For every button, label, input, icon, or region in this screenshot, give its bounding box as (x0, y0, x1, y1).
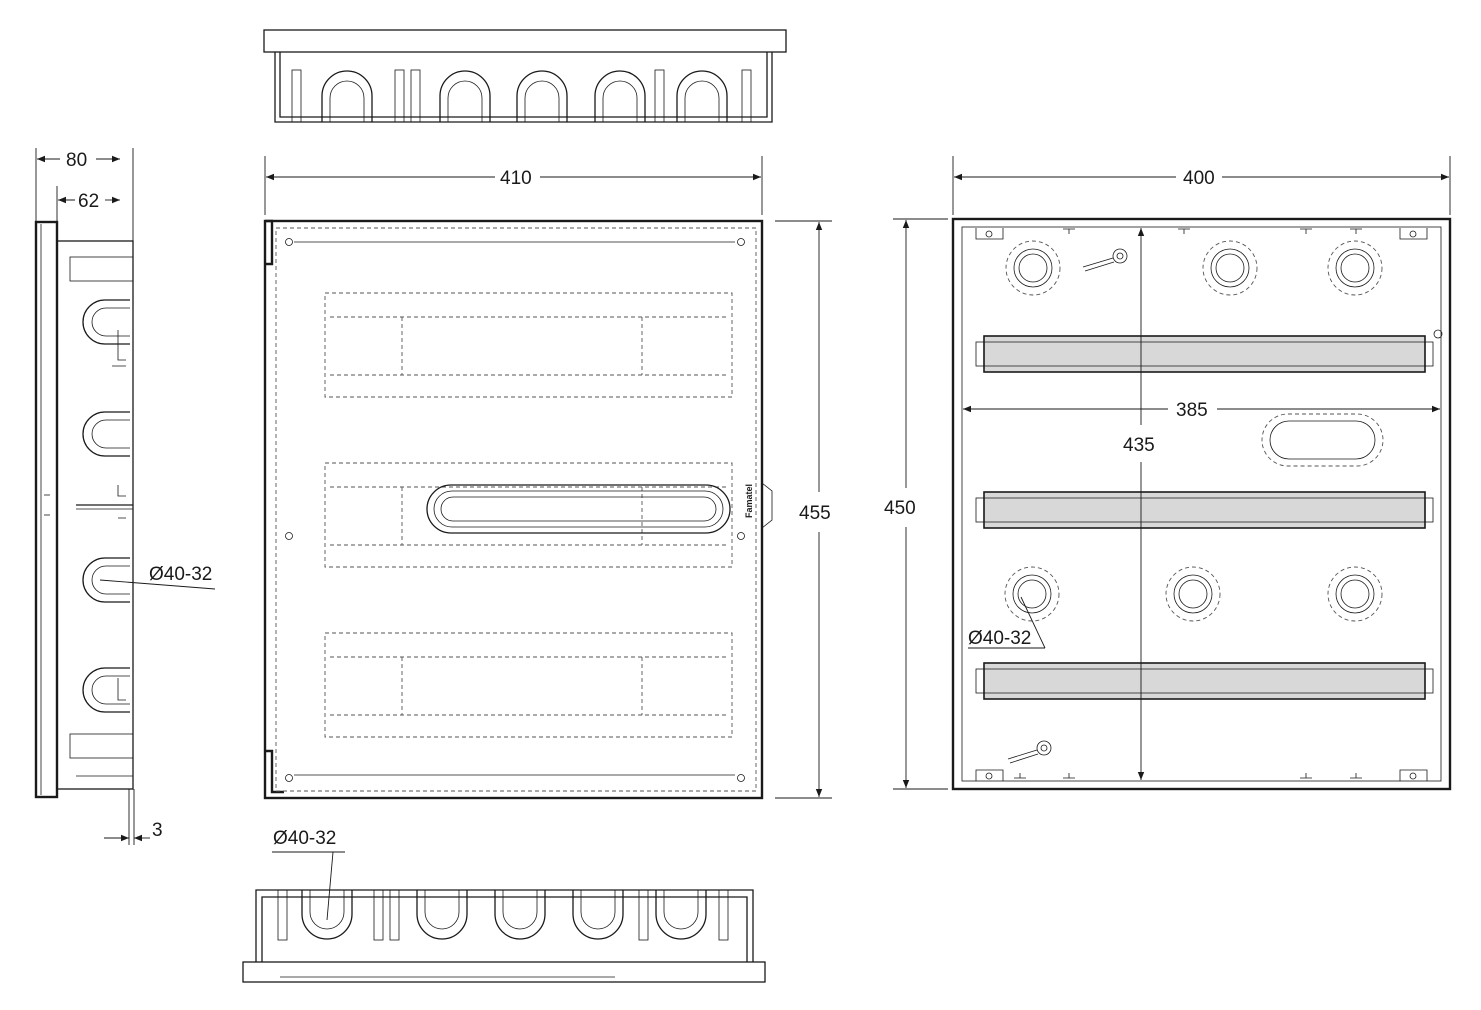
top-view (263, 29, 787, 123)
dim-410: 410 (500, 168, 532, 189)
mounting-rails (975, 335, 1434, 700)
dim-3: 3 (152, 820, 163, 841)
dim-435: 435 (1123, 435, 1155, 456)
dim-80: 80 (66, 150, 87, 171)
bottom-view: Ø40-32 (242, 828, 766, 983)
dimension-labels: 80 62 3 410 455 400 450 385 435 (66, 150, 1215, 841)
bottom-knockouts (301, 890, 707, 940)
breaker-row-3 (324, 632, 733, 738)
dim-455: 455 (799, 503, 831, 524)
back-knockout-label: Ø40-32 (968, 628, 1031, 649)
back-view: Ø40-32 (951, 217, 1452, 791)
top-knockouts (321, 70, 728, 122)
breaker-row-2 (324, 462, 733, 568)
bottom-knockout-label: Ø40-32 (273, 828, 336, 849)
front-view: Famatel (263, 219, 773, 800)
side-view: Ø40-32 (34, 220, 216, 799)
side-knockout-label: Ø40-32 (149, 564, 212, 585)
dim-450: 450 (884, 498, 916, 519)
viewing-window (426, 484, 731, 534)
dim-400: 400 (1183, 168, 1215, 189)
dim-385: 385 (1176, 400, 1208, 421)
door-screws (285, 238, 745, 782)
corner-clips (975, 228, 1443, 781)
side-knockouts (82, 299, 130, 713)
brand-label: Famatel (744, 484, 754, 518)
dim-62: 62 (78, 191, 99, 212)
keyhole-hangers (1007, 248, 1128, 764)
breaker-row-1 (324, 292, 733, 398)
dimension-lines (35, 148, 1451, 845)
back-knockouts (1004, 240, 1384, 622)
